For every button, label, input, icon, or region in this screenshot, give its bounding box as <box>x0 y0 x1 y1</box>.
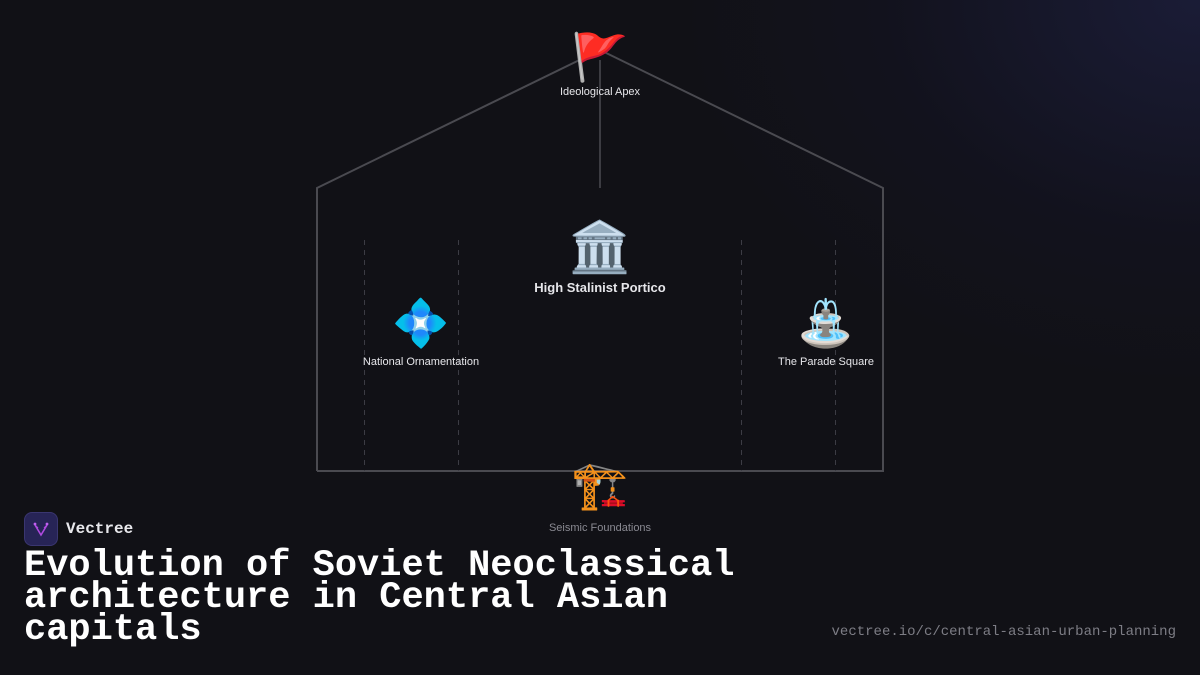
construction-crane-icon: 🏗️ <box>571 459 629 511</box>
red-flag-icon: 🚩 <box>571 31 629 83</box>
brand: Vectree <box>24 512 133 546</box>
node-label: Ideological Apex <box>559 86 641 98</box>
node-seismic-foundations[interactable]: 🏗️ Seismic Foundations <box>549 462 651 534</box>
node-high-stalinist-portico[interactable]: 🏛️ High Stalinist Portico <box>534 222 665 295</box>
node-label: Seismic Foundations <box>548 522 652 534</box>
node-label: The Parade Square <box>777 356 875 368</box>
node-ideological-apex[interactable]: 🚩 Ideological Apex <box>560 34 640 98</box>
node-label: National Ornamentation <box>362 356 480 368</box>
node-national-ornamentation[interactable]: 💠 National Ornamentation <box>363 300 479 368</box>
vectree-logo-icon <box>24 512 58 546</box>
fountain-icon: ⛲ <box>797 297 855 349</box>
page-title: Evolution of Soviet Neoclassical archite… <box>24 545 735 651</box>
node-parade-square[interactable]: ⛲ The Parade Square <box>778 300 874 368</box>
classical-building-icon: 🏛️ <box>568 219 632 275</box>
brand-name: Vectree <box>66 520 134 538</box>
diamond-ornament-icon: 💠 <box>392 297 450 349</box>
source-url[interactable]: vectree.io/c/central-asian-urban-plannin… <box>831 624 1176 640</box>
node-label: High Stalinist Portico <box>534 280 666 295</box>
